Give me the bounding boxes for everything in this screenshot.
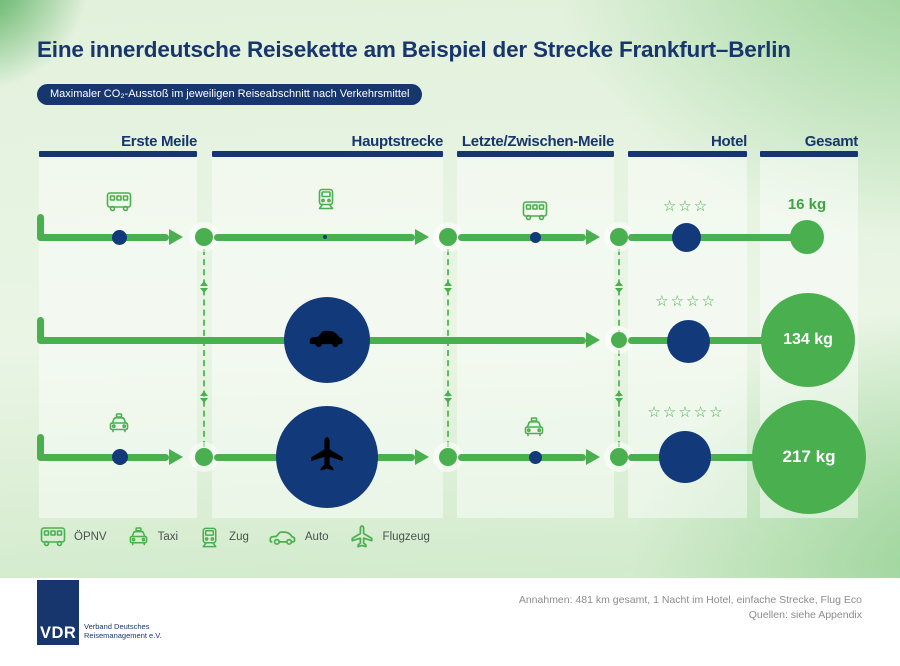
- column-underline: [39, 151, 197, 157]
- route-line-segment: [458, 234, 586, 241]
- arrowhead-icon: [586, 449, 600, 465]
- arrowhead-icon: [586, 229, 600, 245]
- total-circle: 134 kg: [761, 293, 855, 387]
- vdr-logo-text: VDR: [40, 624, 77, 642]
- arrowhead-icon: [415, 449, 429, 465]
- transfer-arrows-icon: [199, 281, 209, 293]
- transfer-arrows-icon: [199, 391, 209, 403]
- hotel-stars: ☆☆☆☆☆: [647, 404, 725, 421]
- arrowhead-icon: [169, 449, 183, 465]
- legend: ÖPNV Taxi Zug Auto Flugzeug: [40, 524, 430, 550]
- legend-label: Auto: [304, 531, 329, 543]
- emission-dot: [530, 232, 541, 243]
- junction-node: [195, 228, 213, 246]
- legend-item-taxi: Taxi: [127, 527, 178, 547]
- route-line-segment: [37, 454, 169, 461]
- taxi-icon: [127, 527, 150, 547]
- assumptions-note: Annahmen: 481 km gesamt, 1 Nacht im Hote…: [518, 594, 862, 606]
- emission-dot: [323, 235, 327, 239]
- legend-label: ÖPNV: [74, 531, 107, 543]
- footer: VDR Verband Deutsches Reisemanagement e.…: [0, 578, 900, 666]
- route-start-corner: [37, 214, 44, 239]
- legend-item-auto: Auto: [269, 527, 329, 547]
- car-icon: [269, 527, 297, 547]
- org-name: Verband Deutsches Reisemanagement e.V.: [84, 622, 162, 640]
- taxi-icon: [522, 417, 546, 438]
- route-start-corner: [37, 434, 44, 459]
- hotel-circle: [659, 431, 711, 483]
- column-underline: [212, 151, 443, 157]
- column-header-hauptstrecke: Hauptstrecke: [351, 133, 444, 150]
- route-line-segment: [458, 454, 586, 461]
- legend-label: Flugzeug: [382, 531, 430, 543]
- route-start-corner: [37, 317, 44, 342]
- car-icon: [308, 324, 346, 356]
- arrowhead-icon: [586, 332, 600, 348]
- route-line-segment: [37, 234, 169, 241]
- sources-note: Quellen: siehe Appendix: [748, 609, 862, 621]
- column-header-gesamt: Gesamt: [804, 133, 859, 150]
- hotel-stars: ☆☆☆☆: [655, 293, 717, 310]
- hotel-circle: [672, 223, 701, 252]
- bus-icon: [40, 526, 66, 548]
- connector-dashed-line: [203, 249, 205, 447]
- car-circle: [284, 297, 370, 383]
- train-icon: [314, 187, 338, 211]
- legend-item-oepnv: ÖPNV: [40, 526, 107, 548]
- column-underline: [628, 151, 747, 157]
- connector-dashed-line: [447, 249, 449, 447]
- hotel-stars: ☆☆☆: [662, 198, 710, 215]
- total-label: 217 kg: [782, 447, 836, 466]
- junction-node: [439, 448, 457, 466]
- transfer-arrows-icon: [614, 391, 624, 403]
- total-label: 134 kg: [783, 331, 833, 348]
- total-label: 16 kg: [787, 196, 827, 213]
- co2-subtitle-badge: Maximaler CO₂-Ausstoß im jeweiligen Reis…: [37, 84, 423, 105]
- route-line-segment: [214, 234, 415, 241]
- transfer-arrows-icon: [443, 391, 453, 403]
- plane-circle: [276, 406, 378, 508]
- junction-node: [611, 332, 627, 348]
- legend-label: Zug: [229, 531, 249, 543]
- route-line-segment: [628, 454, 810, 461]
- legend-item-flugzeug: Flugzeug: [349, 524, 430, 550]
- plane-icon: [306, 434, 348, 481]
- junction-node: [610, 448, 628, 466]
- junction-node: [439, 228, 457, 246]
- arrowhead-icon: [415, 229, 429, 245]
- arrowhead-icon: [169, 229, 183, 245]
- hotel-circle: [667, 320, 710, 363]
- page-title: Eine innerdeutsche Reisekette am Beispie…: [37, 37, 791, 62]
- org-line-1: Verband Deutsches: [84, 622, 150, 631]
- transfer-arrows-icon: [443, 281, 453, 293]
- train-icon: [198, 526, 221, 549]
- org-line-2: Reisemanagement e.V.: [84, 631, 162, 640]
- column-header-erste-meile: Erste Meile: [121, 133, 197, 150]
- route-line-segment: [628, 234, 807, 241]
- vdr-logo: VDR: [37, 580, 79, 645]
- transfer-arrows-icon: [614, 281, 624, 293]
- emission-dot: [112, 449, 128, 465]
- bus-icon: [522, 200, 548, 222]
- junction-node: [195, 448, 213, 466]
- route-line-segment: [628, 337, 808, 344]
- plane-icon: [349, 524, 375, 550]
- total-circle: 217 kg: [752, 400, 866, 514]
- legend-item-zug: Zug: [198, 526, 249, 549]
- column-header-hotel: Hotel: [710, 133, 747, 150]
- emission-dot: [112, 230, 127, 245]
- total-circle: [790, 220, 824, 254]
- column-underline: [760, 151, 858, 157]
- footnotes: Annahmen: 481 km gesamt, 1 Nacht im Hote…: [519, 593, 862, 623]
- legend-label: Taxi: [157, 531, 179, 543]
- junction-node: [610, 228, 628, 246]
- column-underline: [457, 151, 614, 157]
- bus-icon: [106, 191, 132, 213]
- column-header-letzte-meile: Letzte/Zwischen-Meile: [461, 133, 614, 150]
- taxi-icon: [107, 413, 131, 434]
- emission-dot: [529, 451, 542, 464]
